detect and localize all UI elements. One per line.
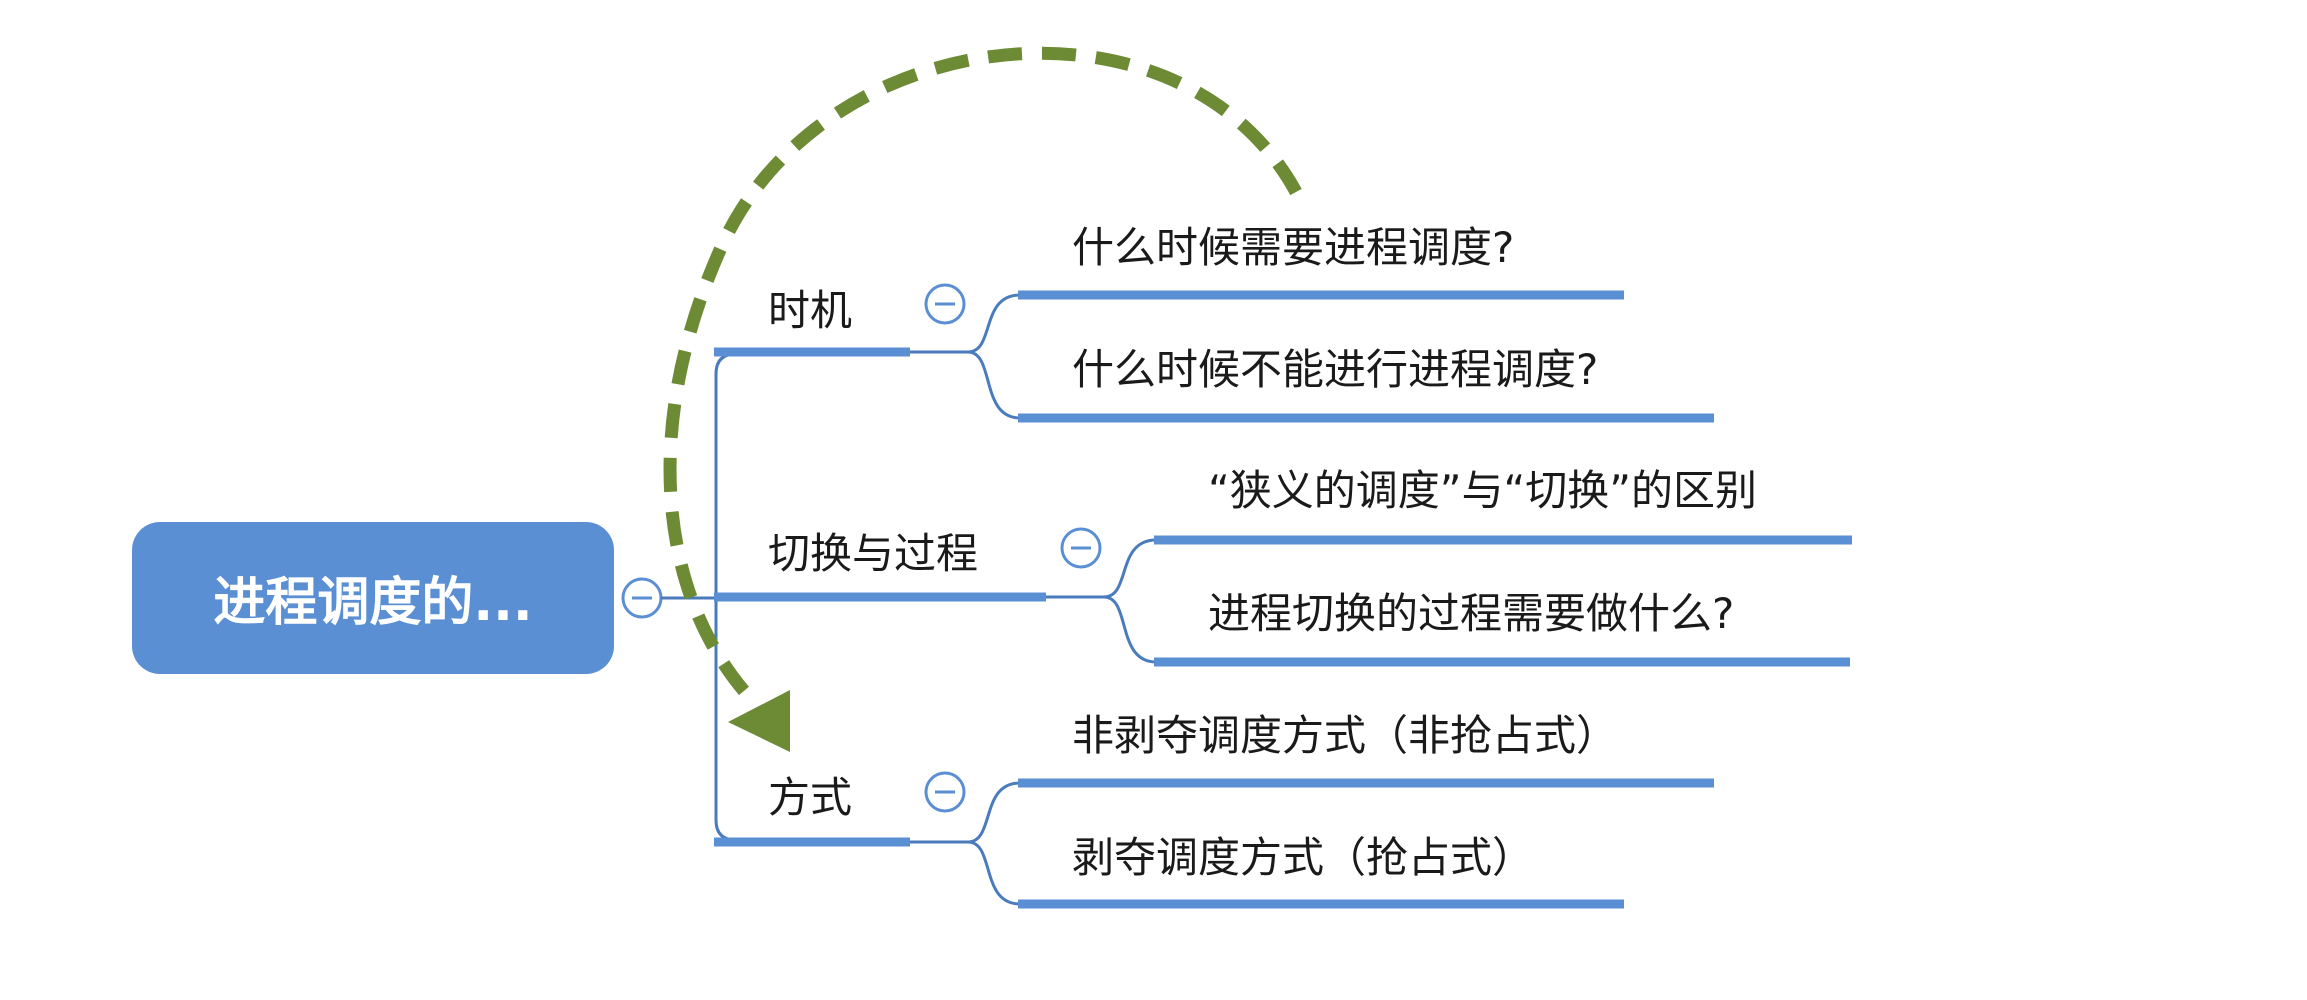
leaf-schedule-vs-switch-label: “狭义的调度”与“切换”的区别 bbox=[1208, 466, 1757, 515]
arrowhead-icon bbox=[728, 690, 790, 752]
leaf-when-needed-label: 什么时候需要进程调度? bbox=[1072, 223, 1514, 272]
root-collapse-button[interactable] bbox=[621, 577, 663, 619]
leaf-preemptive[interactable]: 剥夺调度方式（抢占式） bbox=[1018, 833, 1624, 909]
root-node-label: 进程调度的... bbox=[213, 573, 532, 633]
branch-method[interactable]: 方式 bbox=[714, 773, 910, 847]
branch-timing-label: 时机 bbox=[768, 286, 852, 335]
leaf-preemptive-label: 剥夺调度方式（抢占式） bbox=[1072, 833, 1534, 882]
leaf-switch-steps[interactable]: 进程切换的过程需要做什么? bbox=[1154, 589, 1850, 667]
branch-timing-collapse-button[interactable] bbox=[924, 283, 966, 325]
branch-switch-process[interactable]: 切换与过程 bbox=[714, 529, 1046, 602]
leaf-schedule-vs-switch[interactable]: “狭义的调度”与“切换”的区别 bbox=[1154, 466, 1852, 545]
branch-method-connector bbox=[910, 781, 1021, 906]
leaf-when-not-allowed-label: 什么时候不能进行进程调度? bbox=[1072, 345, 1598, 394]
leaf-non-preemptive-label: 非剥夺调度方式（非抢占式） bbox=[1072, 711, 1618, 760]
dashed-curved-arrow bbox=[663, 46, 1302, 752]
branch-timing[interactable]: 时机 bbox=[714, 286, 910, 357]
branch-switch-process-connector bbox=[1046, 538, 1157, 664]
leaf-switch-steps-label: 进程切换的过程需要做什么? bbox=[1208, 589, 1734, 638]
leaf-non-preemptive[interactable]: 非剥夺调度方式（非抢占式） bbox=[1018, 711, 1714, 788]
leaf-when-not-allowed[interactable]: 什么时候不能进行进程调度? bbox=[1018, 345, 1714, 423]
branch-method-label: 方式 bbox=[768, 773, 852, 822]
leaf-when-needed[interactable]: 什么时候需要进程调度? bbox=[1018, 223, 1624, 300]
branch-switch-process-collapse-button[interactable] bbox=[1060, 527, 1102, 569]
branch-timing-connector bbox=[910, 293, 1021, 420]
root-node-box bbox=[132, 522, 614, 674]
root-node[interactable]: 进程调度的... bbox=[132, 522, 614, 674]
dashed-arc bbox=[663, 46, 1302, 705]
branch-method-collapse-button[interactable] bbox=[924, 771, 966, 813]
branch-switch-process-label: 切换与过程 bbox=[768, 529, 978, 578]
